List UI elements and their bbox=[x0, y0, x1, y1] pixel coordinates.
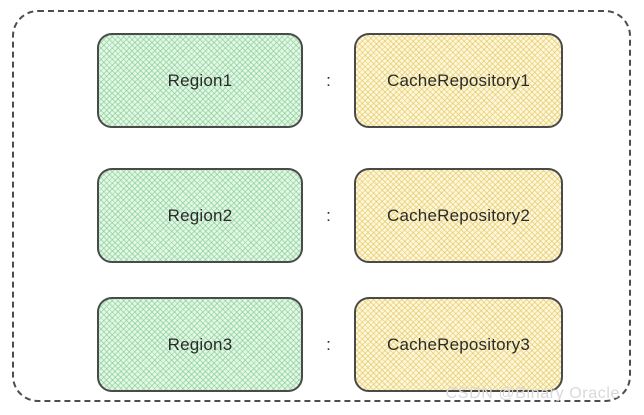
pair-separator-colon: : bbox=[326, 71, 331, 90]
region-node[interactable]: Region2 bbox=[97, 168, 303, 263]
cache-repository-node[interactable]: CacheRepository1 bbox=[354, 33, 563, 128]
region-node-label: Region1 bbox=[167, 71, 233, 90]
mapping-row: Region2 : CacheRepository2 bbox=[0, 168, 644, 263]
pair-separator-colon: : bbox=[326, 206, 331, 225]
mapping-row: Region3 : CacheRepository3 bbox=[0, 297, 644, 392]
region-node[interactable]: Region1 bbox=[97, 33, 303, 128]
cache-repository-node-label: CacheRepository1 bbox=[386, 71, 531, 90]
cache-repository-node[interactable]: CacheRepository2 bbox=[354, 168, 563, 263]
region-node-label: Region2 bbox=[167, 206, 233, 225]
region-node[interactable]: Region3 bbox=[97, 297, 303, 392]
cache-repository-node-label: CacheRepository3 bbox=[386, 335, 531, 354]
watermark-text: CSDN @Binary Oracle bbox=[445, 385, 620, 402]
cache-repository-node-label: CacheRepository2 bbox=[386, 206, 531, 225]
pair-separator-colon: : bbox=[326, 335, 331, 354]
region-node-label: Region3 bbox=[167, 335, 233, 354]
outer-dashed-boundary bbox=[12, 10, 631, 402]
mapping-row: Region1 : CacheRepository1 bbox=[0, 33, 644, 128]
cache-repository-node[interactable]: CacheRepository3 bbox=[354, 297, 563, 392]
